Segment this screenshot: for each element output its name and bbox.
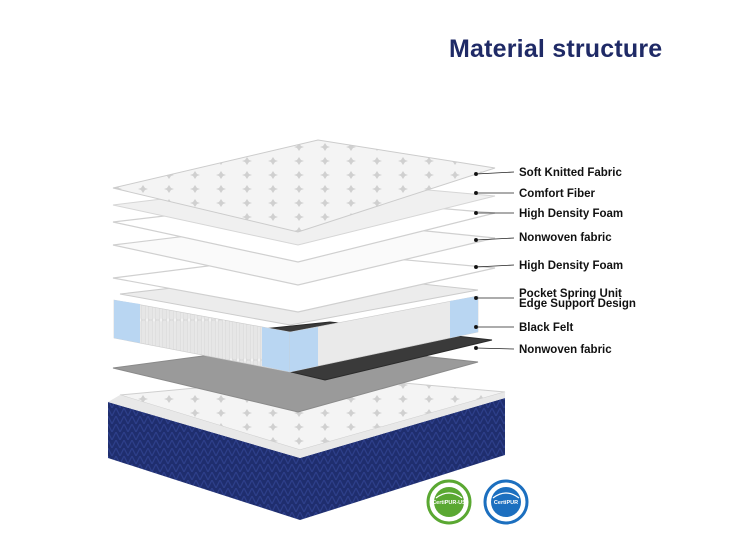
mattress-base [108,375,506,520]
label-comfort-fiber: Comfort Fiber [519,188,596,200]
certipur-icon: CertiPUR [483,479,529,525]
label-pocket-spring-unit: Pocket Spring Unit [519,288,622,300]
label-edge-support-design: Edge Support Design [519,298,636,310]
label-nonwoven-fabric-top: Nonwoven fabric [519,232,612,244]
label-high-density-foam-lower: High Density Foam [519,260,623,272]
certipur-text: CertiPUR [494,500,518,506]
layer-soft-knitted-fabric [112,139,496,233]
page-title: Material structure [449,35,663,63]
layer-labels: Soft Knitted Fabric Comfort Fiber High D… [519,167,636,356]
label-soft-knitted-fabric: Soft Knitted Fabric [519,167,622,179]
certipur-us-text: CertiPUR-US [432,500,466,506]
label-nonwoven-fabric-bottom: Nonwoven fabric [519,344,612,356]
label-leaders [473,171,515,350]
label-high-density-foam-upper: High Density Foam [519,208,623,220]
label-black-felt: Black Felt [519,322,573,334]
certipur-us-icon: CertiPUR-US [426,479,472,525]
